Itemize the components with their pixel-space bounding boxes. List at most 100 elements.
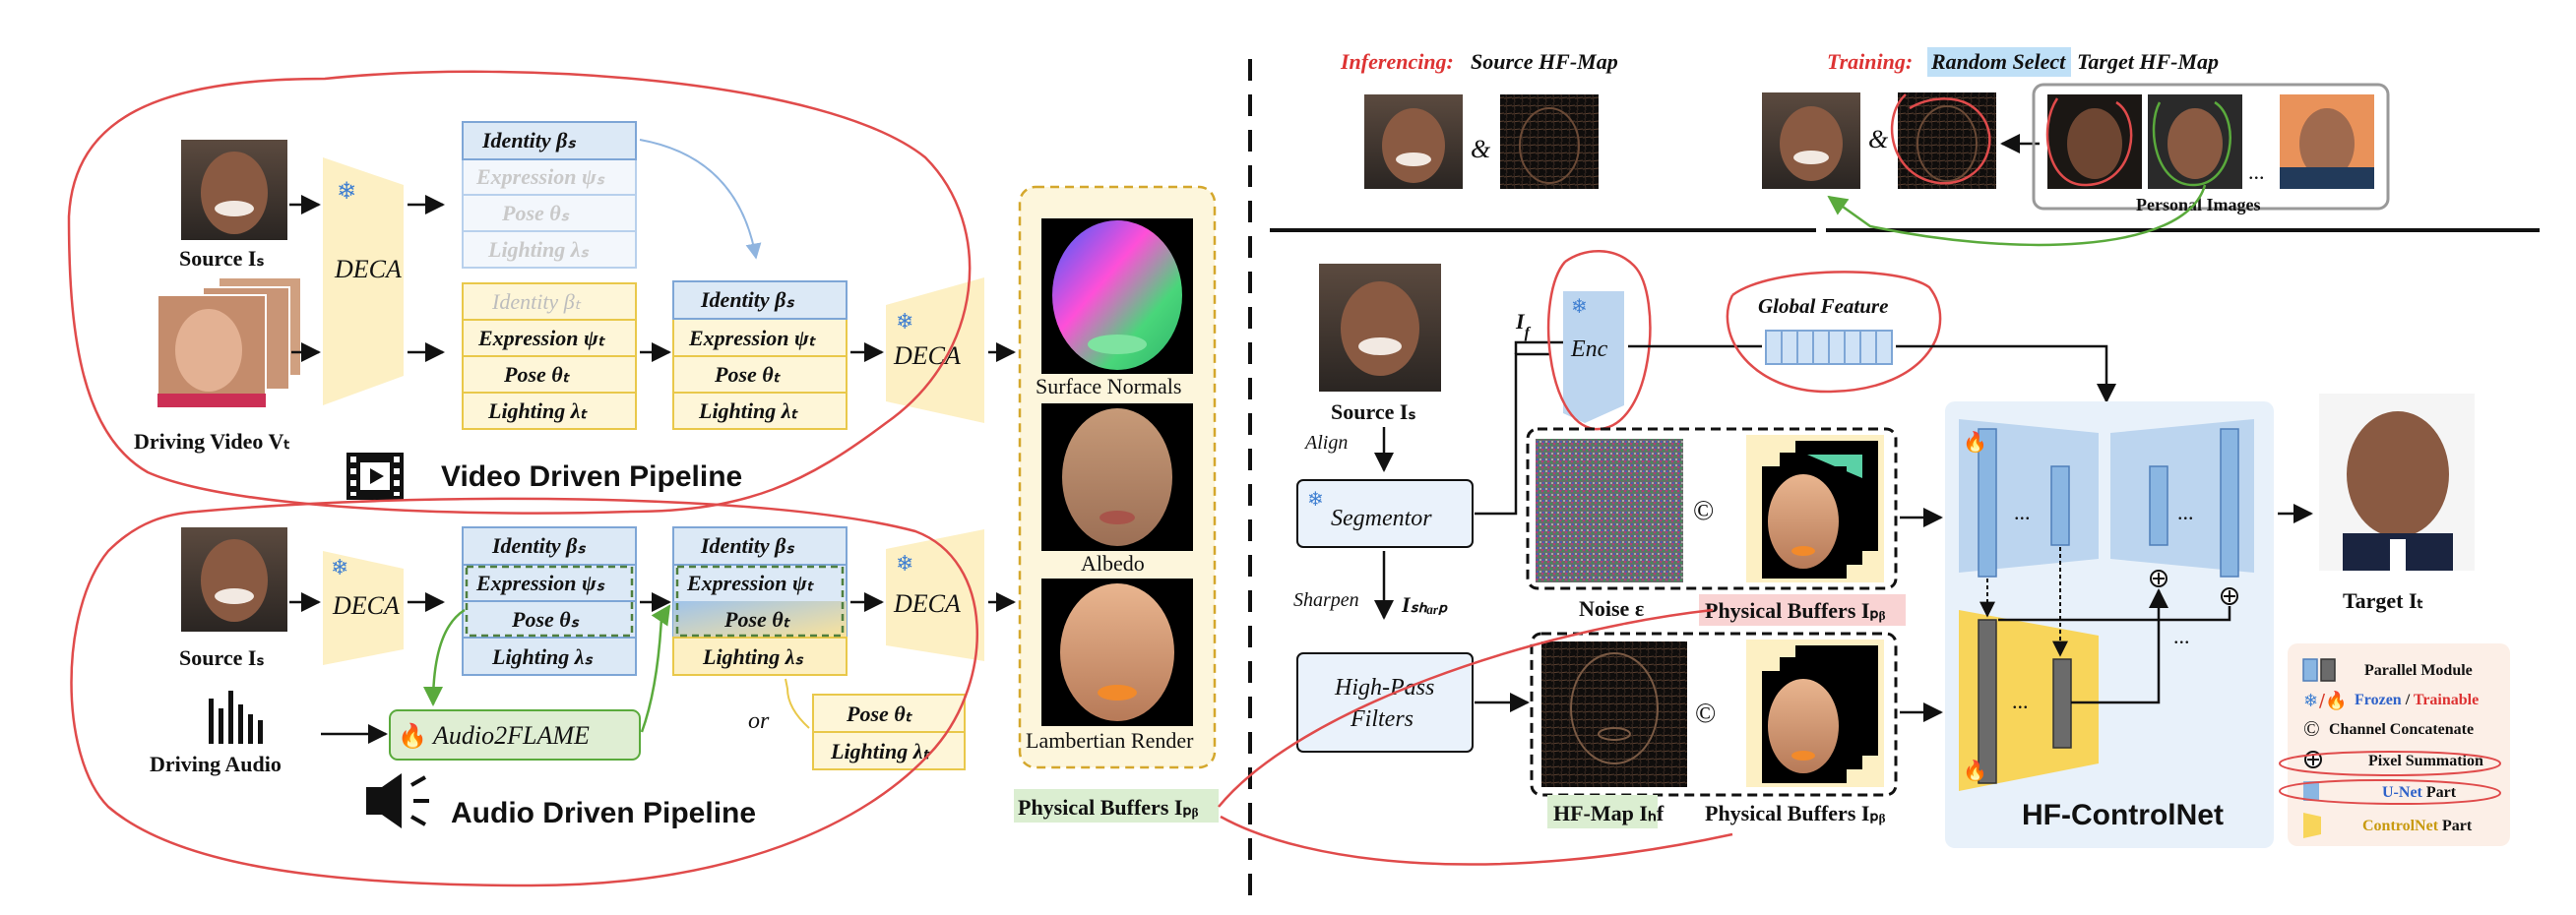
param-pose: Pose θₜ [714,362,782,387]
audio-deca-mid-label: DECA [893,589,961,618]
target-image [2319,394,2475,571]
snowflake-icon: ❄ [896,552,913,577]
legend-unet: U-Net Part [2382,784,2457,801]
if-label: If [1515,309,1532,341]
driving-video-label: Driving Video Vₜ [134,429,290,454]
ampersand-1: & [1471,135,1491,163]
physical-buffers-bottom-label: Physical Buffers Iₚᵦ [1705,801,1886,825]
audio2flame-label: Audio2FLAME [431,721,590,750]
audio-or-params: Pose θₜ Lighting λₜ [812,694,966,770]
param-lighting: Lighting λₛ [487,237,590,262]
physical-buffers-panel: Surface Normals Albedo Lambertian Render [1018,185,1217,769]
audio-source-label: Source Iₛ [179,645,265,670]
inference-source-image [1364,94,1463,189]
param-pose: Pose θₜ [846,702,913,726]
personal-images-panel [2032,83,2390,211]
legend-concat: Channel Concatenate [2329,721,2474,738]
training-header-label: Training: [1827,49,1913,74]
hf-controlnet-title: HF-ControlNet [2022,799,2224,831]
target-label: Target Iₜ [2343,588,2423,613]
param-lighting: Lighting λₜ [830,739,931,763]
physical-buffers-label: Physical Buffers Iₚᵦ [1018,795,1199,820]
film-icon [346,453,404,500]
param-lighting: Lighting λₜ [698,398,799,423]
segmentor-module: ❄ Segmentor [1296,479,1474,548]
isharp-label: Iₛₕₐᵣₚ [1401,592,1448,617]
legend-frozen-trainable: Frozen / Trainable [2355,692,2479,708]
red-annotation-video [67,70,972,515]
legend-pixel-sum: Pixel Summation [2368,753,2483,769]
param-identity: Identity βₛ [491,533,586,558]
flame-icon: 🔥 [1963,759,1987,782]
hpf-line2: Filters [1350,706,1414,732]
albedo-label: Albedo [1081,551,1145,576]
param-identity: Identity βₛ [700,287,794,312]
concat-symbol-top: © [1693,496,1714,526]
enc-label: Enc [1570,336,1608,362]
unet-enc-ellipsis: ... [2014,500,2031,524]
param-expression: Expression ψₛ [475,164,605,189]
lambertian-render-image [1041,579,1193,726]
surface-normals-label: Surface Normals [1036,374,1181,398]
align-label: Align [1303,432,1348,454]
video-deca-label: DECA [334,255,402,283]
param-pose: Pose θₜ [723,607,791,632]
training-source-image [1762,92,1860,189]
unet-dec-ellipsis: ... [2177,500,2194,524]
snowflake-icon: ❄ [331,556,348,580]
snowflake-icon: ❄ [1307,487,1324,511]
video-target-params: Identity βₜ Expression ψₜ Pose θₜ Lighti… [462,282,637,430]
training-header-highlight: Random Select [1930,49,2066,74]
video-deca-decoder: ❄ DECA [886,277,984,423]
global-feature-vector [1765,330,1893,365]
segmentor-label: Segmentor [1331,506,1432,531]
audio2flame-module: 🔥 Audio2FLAME [389,709,641,761]
flame-icon: /🔥 [2319,690,2347,711]
driving-video-frames [157,276,302,407]
concat-symbol-bottom: © [1695,699,1716,729]
sharpen-label: Sharpen [1293,589,1359,611]
red-annotation-audio [70,497,978,887]
param-expression: Expression ψₜ [686,571,815,595]
global-feature-label: Global Feature [1758,294,1888,318]
unet-legend-swatch [2303,781,2319,801]
audio-mixed-params: Identity βₛ Expression ψₜ Pose θₜ Lighti… [672,526,848,676]
speaker-icon [366,773,429,828]
param-lighting: Lighting λₜ [487,398,589,423]
flame-icon: 🔥 [1963,430,1987,454]
inference-hf-map-image [1500,94,1599,189]
param-pose: Pose θₛ [511,607,580,632]
param-identity: Identity βₛ [481,128,576,152]
right-source-image [1319,264,1441,392]
parallel-module-icon [2302,658,2336,682]
lambertian-render-label: Lambertian Render [1026,728,1194,753]
snowflake-icon: ❄ [337,177,356,205]
param-lighting: Lighting λₛ [702,644,804,669]
video-mixed-params: Identity βₛ Expression ψₜ Pose θₜ Lighti… [672,280,848,430]
hf-map-image [1541,641,1687,787]
concat-icon: © [2303,716,2320,741]
training-header-rest: Target HF-Map [2077,49,2219,74]
hf-map-label: HF-Map Iₕf [1553,801,1665,825]
ampersand-2: & [1868,125,1889,153]
controlnet-ellipsis: ... [2012,689,2029,713]
inference-header-label: Inferencing: [1340,49,1454,74]
param-lighting: Lighting λₛ [491,644,594,669]
video-deca-encoder: ❄ DECA [323,157,404,405]
physical-buffers-stack-bottom [1746,640,1884,787]
right-source-label: Source Iₛ [1331,399,1416,424]
physical-buffers-top-label: Physical Buffers Iₚᵦ [1705,598,1886,623]
noise-label: Noise ε [1579,596,1644,621]
video-deca-mid-label: DECA [893,341,961,370]
param-pose: Pose θₛ [501,201,570,225]
audio-source-params: Identity βₛ Expression ψₛ Pose θₛ Lighti… [462,526,637,676]
snowflake-icon: ❄ [1571,294,1588,318]
param-expression: Expression ψₛ [475,571,605,595]
skip-ellipsis: ... [2173,624,2190,648]
hfmap-buffers-group: © [1530,632,1898,797]
audio-pipeline-title: Audio Driven Pipeline [451,797,756,829]
high-pass-filters-module: High-Pass Filters [1296,652,1474,753]
video-source-params: Identity βₛ Expression ψₛ Pose θₛ Lighti… [462,121,637,269]
audio-deca-decoder: ❄ DECA [886,529,984,661]
